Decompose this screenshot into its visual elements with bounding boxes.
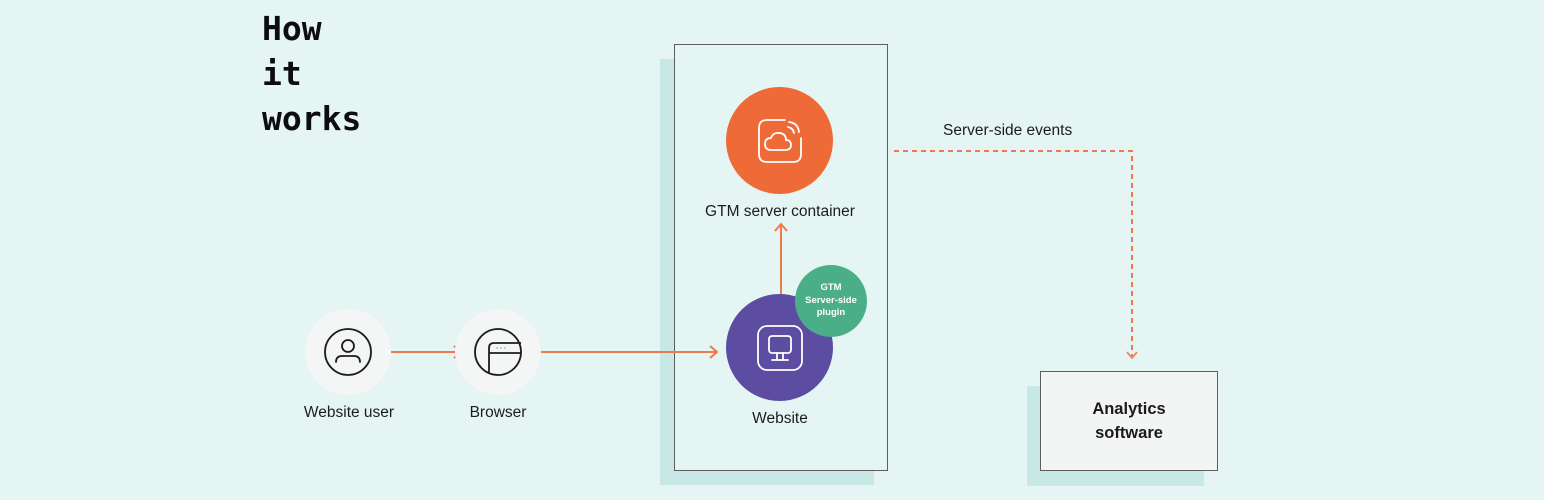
- website-user-label: Website user: [303, 404, 395, 421]
- browser-icon: [474, 328, 522, 376]
- monitor-icon: [756, 324, 803, 371]
- arrowhead-analytics: [1126, 351, 1138, 360]
- analytics-label: Analytics software: [1092, 400, 1166, 442]
- gtm-server-label: GTM server container: [705, 203, 855, 220]
- website-label: Website: [752, 410, 808, 427]
- arrowhead-gtm: [774, 222, 788, 232]
- gtm-plugin-badge: GTM Server-side plugin: [795, 265, 867, 337]
- page-title: How it works: [262, 9, 362, 138]
- edge-label-server-side-events: Server-side events: [943, 122, 1073, 139]
- analytics-node: Analytics software: [1040, 371, 1218, 471]
- browser-node: [455, 309, 541, 395]
- arrowhead-website: [709, 345, 719, 359]
- gtm-plugin-label: GTM Server-side plugin: [805, 282, 857, 319]
- edge-gtm-to-analytics: [894, 150, 1133, 356]
- website-user-node: [305, 309, 391, 395]
- cloud-signal-icon: [757, 118, 802, 163]
- gtm-server-node: [726, 87, 833, 194]
- browser-label: Browser: [469, 404, 527, 421]
- user-icon: [324, 328, 372, 376]
